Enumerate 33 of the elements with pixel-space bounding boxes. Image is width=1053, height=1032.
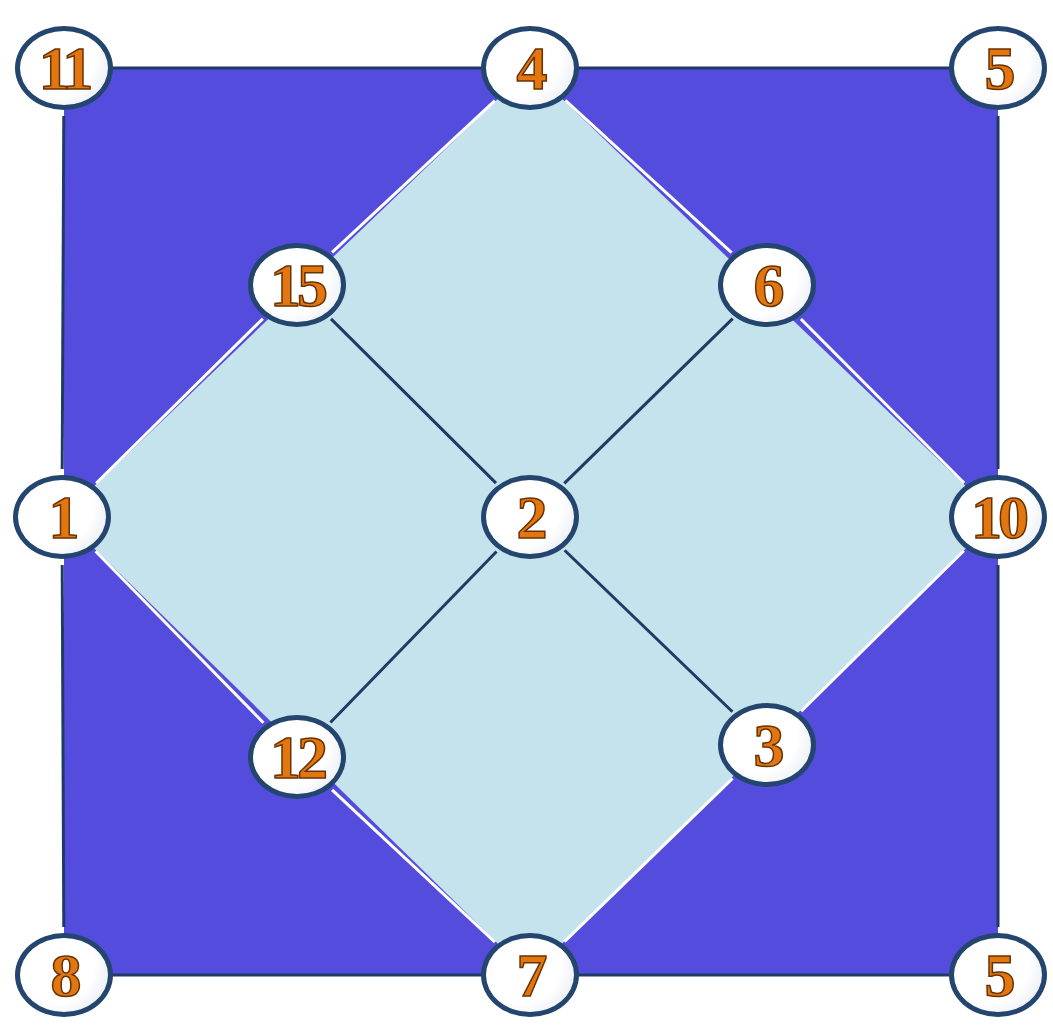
number-label: 15 bbox=[270, 254, 324, 316]
number-label: 11 bbox=[38, 37, 90, 99]
number-label: 6 bbox=[753, 254, 781, 316]
connector-line bbox=[564, 99, 733, 254]
connector-line bbox=[563, 317, 734, 485]
connector-line bbox=[996, 116, 1000, 469]
connector-line bbox=[331, 99, 496, 254]
connector-line bbox=[331, 788, 496, 944]
connector-line bbox=[60, 565, 66, 927]
number-label: 5 bbox=[984, 37, 1012, 99]
connector-line bbox=[60, 116, 66, 469]
connector-line bbox=[563, 549, 734, 713]
number-label: 1 bbox=[48, 486, 76, 548]
connector-line bbox=[799, 317, 966, 485]
number-label: 10 bbox=[971, 486, 1025, 548]
number-label: 7 bbox=[516, 944, 544, 1006]
connector-line bbox=[94, 550, 265, 724]
number-label: 4 bbox=[516, 37, 544, 99]
number-label: 3 bbox=[753, 714, 781, 776]
connector-line bbox=[95, 317, 264, 485]
number-label: 2 bbox=[516, 486, 544, 548]
connector-line bbox=[996, 565, 1000, 927]
connector-line bbox=[578, 973, 950, 977]
connector-line bbox=[329, 317, 498, 485]
connector-line bbox=[329, 550, 498, 724]
number-label: 5 bbox=[984, 944, 1012, 1006]
connector-line bbox=[563, 777, 734, 943]
connector-line bbox=[112, 66, 482, 70]
connector-line bbox=[112, 973, 482, 977]
number-label: 8 bbox=[50, 944, 78, 1006]
number-label: 12 bbox=[270, 726, 324, 788]
connector-line bbox=[578, 66, 950, 70]
connector-line bbox=[800, 549, 965, 713]
